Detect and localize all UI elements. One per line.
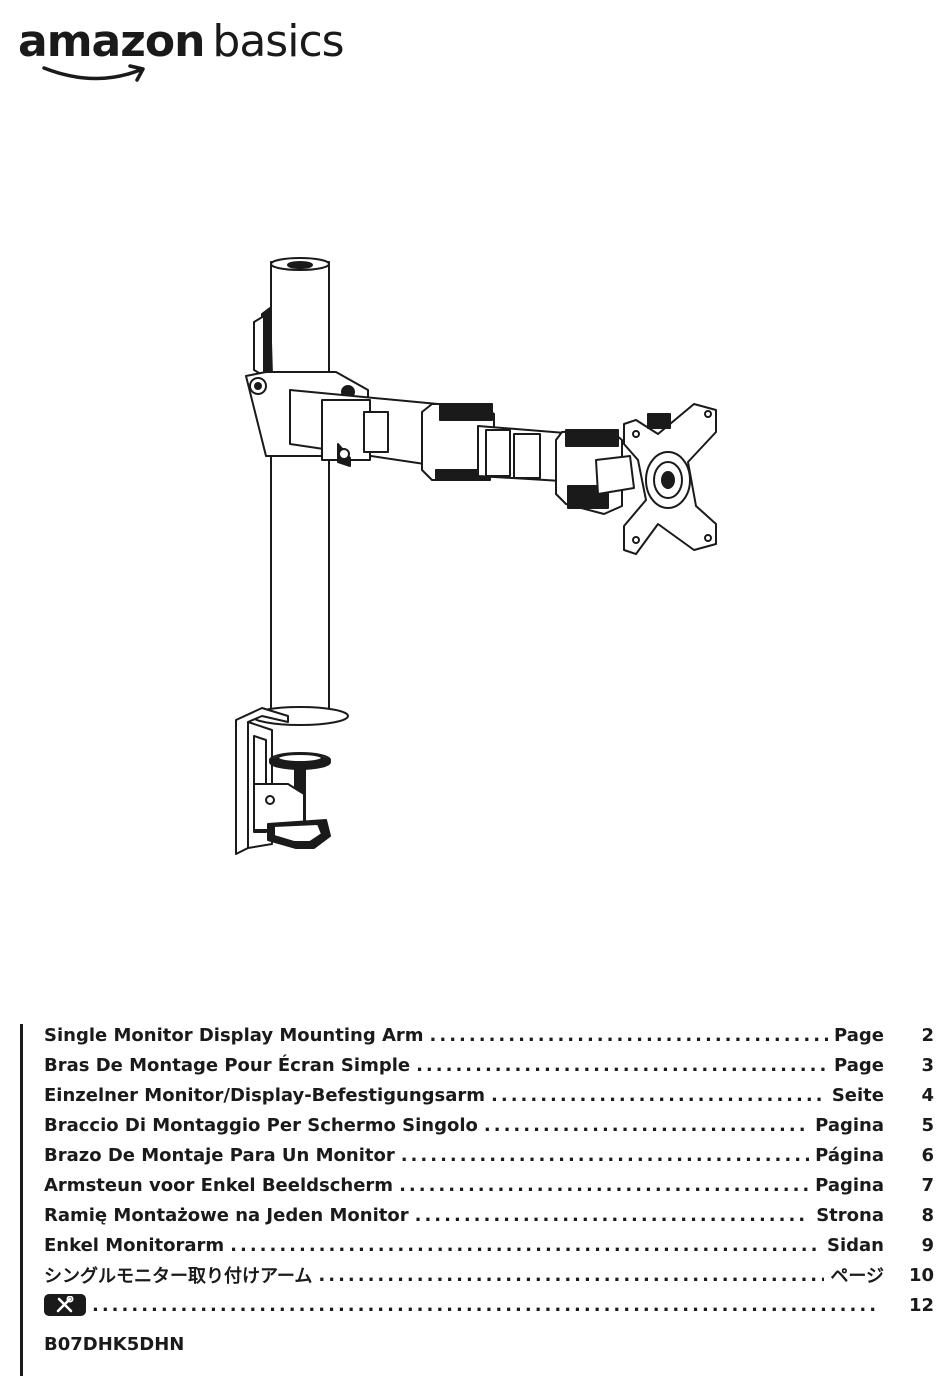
toc-side-bar	[20, 1024, 23, 1376]
monitor-arm-illustration	[235, 257, 717, 855]
toc-page-label: Pagina	[815, 1114, 884, 1136]
toc-page-number: 10	[908, 1264, 934, 1286]
model-number: B07DHK5DHN	[44, 1334, 185, 1355]
toc-leader-dots	[401, 1145, 809, 1166]
toc-title: シングルモニター取り付けアーム	[44, 1266, 313, 1287]
toc-page-label: Page	[834, 1054, 884, 1076]
toc-title: Ramię Montażowe na Jeden Monitor	[44, 1204, 409, 1226]
toc-page-label: ページ	[830, 1266, 884, 1287]
toc-title: Enkel Monitorarm	[44, 1234, 225, 1256]
toc-list: Single Monitor Display Mounting Arm Page…	[44, 1020, 934, 1320]
toc-leader-dots	[92, 1295, 878, 1316]
toc-leader-dots	[430, 1025, 829, 1046]
toc-page-number: 4	[921, 1084, 934, 1106]
toc-row-es[interactable]: Brazo De Montaje Para Un Monitor Página …	[44, 1140, 934, 1170]
toc-title: Bras De Montage Pour Écran Simple	[44, 1054, 411, 1076]
toc-row-tools[interactable]: 12	[44, 1290, 934, 1320]
toc-page-number: 2	[921, 1024, 934, 1046]
toc-page-number: 6	[921, 1144, 934, 1166]
toc-title: Single Monitor Display Mounting Arm	[44, 1024, 424, 1046]
toc-leader-dots	[484, 1115, 809, 1136]
brand-word-basics: basics	[212, 16, 344, 67]
toc-row-de[interactable]: Einzelner Monitor/Display-Befestigungsar…	[44, 1080, 934, 1110]
toc-row-it[interactable]: Braccio Di Montaggio Per Schermo Singolo…	[44, 1110, 934, 1140]
toc-row-pl[interactable]: Ramię Montażowe na Jeden Monitor Strona …	[44, 1200, 934, 1230]
toc-page-label: Page	[834, 1024, 884, 1046]
toc-leader-dots	[415, 1205, 811, 1226]
toc-page-label: Seite	[831, 1084, 884, 1106]
toc-row-nl[interactable]: Armsteun voor Enkel Beeldscherm Pagina 7	[44, 1170, 934, 1200]
toc-leader-dots	[399, 1175, 809, 1196]
smile-arrow-icon	[42, 64, 145, 82]
toc-page-number: 5	[921, 1114, 934, 1136]
table-of-contents: Single Monitor Display Mounting Arm Page…	[20, 1020, 935, 1376]
toc-row-en[interactable]: Single Monitor Display Mounting Arm Page…	[44, 1020, 934, 1050]
toc-row-ja[interactable]: シングルモニター取り付けアーム ページ 10	[44, 1260, 934, 1290]
toc-title	[44, 1294, 92, 1316]
toc-leader-dots	[491, 1085, 826, 1106]
toc-title: Armsteun voor Enkel Beeldscherm	[44, 1174, 394, 1196]
toc-page-label: Pagina	[815, 1174, 884, 1196]
toc-page-label: Página	[815, 1144, 884, 1166]
toc-page-number: 9	[921, 1234, 934, 1256]
toc-title: Braccio Di Montaggio Per Schermo Singolo	[44, 1114, 478, 1136]
toc-leader-dots	[416, 1055, 828, 1076]
toc-leader-dots	[318, 1265, 824, 1286]
toc-page-number: 7	[921, 1174, 934, 1196]
toc-page-label: Sidan	[827, 1234, 884, 1256]
toc-row-sv[interactable]: Enkel Monitorarm Sidan 9	[44, 1230, 934, 1260]
toc-page-label: Strona	[816, 1204, 884, 1226]
toc-leader-dots	[230, 1235, 821, 1256]
toc-title: Einzelner Monitor/Display-Befestigungsar…	[44, 1084, 486, 1106]
tools-icon	[44, 1294, 86, 1316]
brand-word-amazon: amazon	[18, 16, 205, 67]
toc-page-number: 8	[921, 1204, 934, 1226]
toc-page-number: 12	[908, 1294, 934, 1316]
toc-title: Brazo De Montaje Para Un Monitor	[44, 1144, 395, 1166]
toc-page-number: 3	[921, 1054, 934, 1076]
toc-row-fr[interactable]: Bras De Montage Pour Écran Simple Page 3	[44, 1050, 934, 1080]
